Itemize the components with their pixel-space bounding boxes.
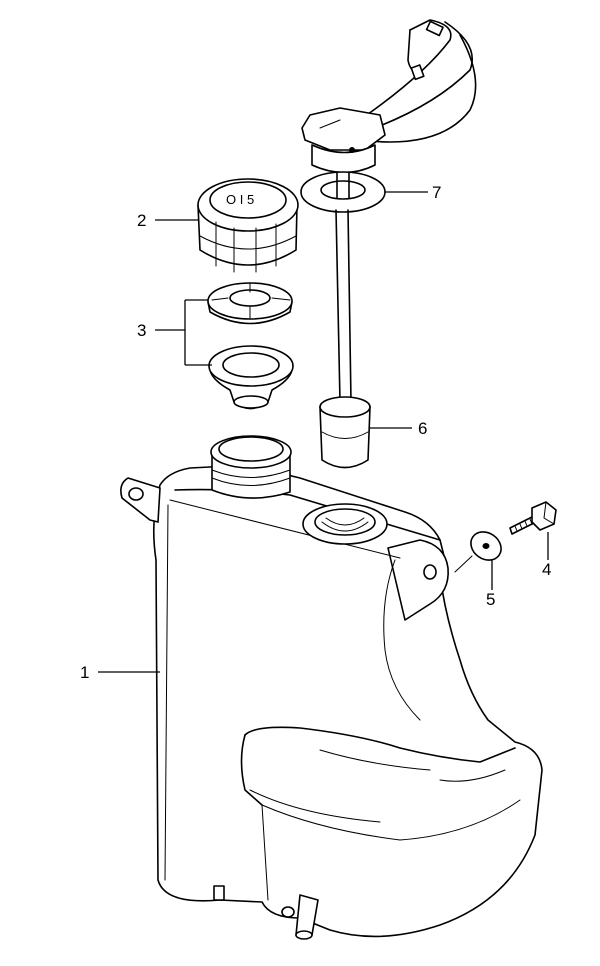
fuel-tank: [120, 435, 543, 940]
callouts: 1 2 3 4 5 6 7: [80, 183, 551, 682]
leader-lines: [98, 191, 549, 673]
washer: [454, 531, 502, 573]
callout-1: 1: [80, 663, 89, 682]
fuel-sender-unit: [300, 19, 477, 469]
filter-set: [207, 282, 294, 410]
callout-3: 3: [137, 321, 146, 340]
callout-7: 7: [432, 183, 441, 202]
svg-text:O I 5: O I 5: [226, 192, 254, 207]
fuel-cap: O I 5: [197, 178, 299, 273]
mounting-bolt: [509, 501, 557, 535]
callout-5: 5: [486, 590, 495, 609]
callout-2: 2: [137, 211, 146, 230]
callout-4: 4: [542, 560, 551, 579]
callout-6: 6: [418, 419, 427, 438]
